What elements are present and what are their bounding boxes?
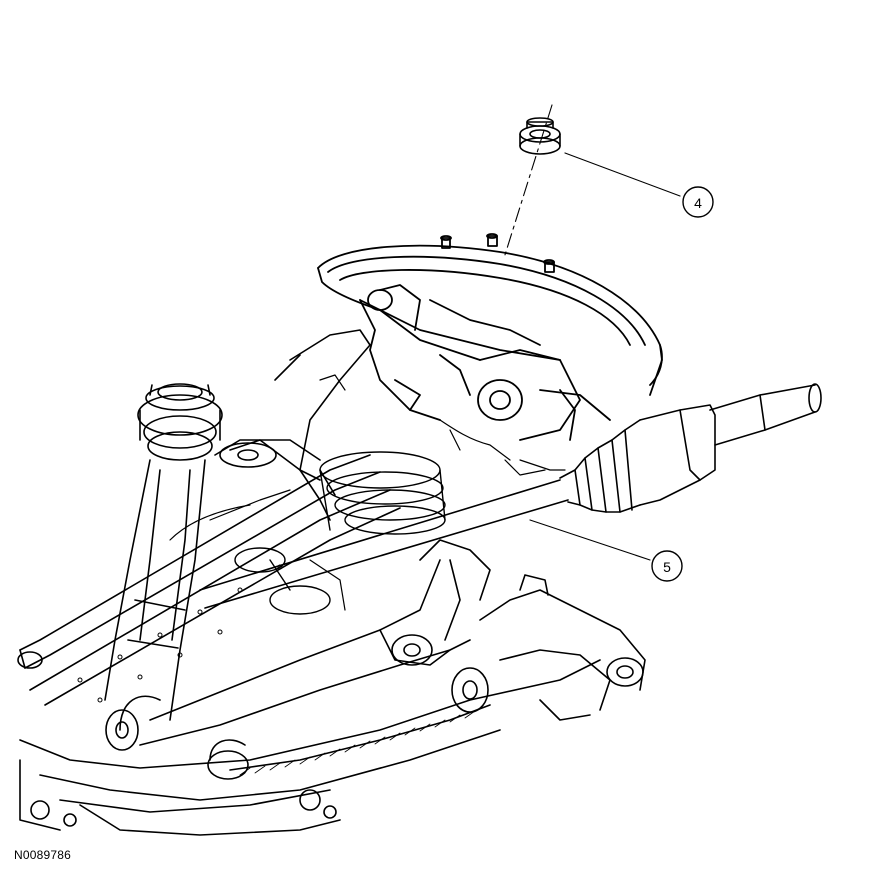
- halfshaft: [199, 383, 822, 609]
- coil-spring: [234, 451, 446, 615]
- callout-label-5: 5: [663, 559, 671, 575]
- callout-5: 5: [529, 519, 683, 582]
- lateral-link: [17, 454, 401, 706]
- hub-and-disc: [317, 233, 663, 441]
- callout-4: 4: [564, 152, 714, 218]
- nut: [503, 104, 561, 259]
- misc-lines: [169, 374, 566, 611]
- subframe: [19, 659, 601, 836]
- lower-arm: [105, 539, 491, 780]
- knuckle-lower: [451, 574, 646, 721]
- callout-label-4: 4: [694, 195, 702, 211]
- shock-absorber: [104, 383, 223, 721]
- figure-id: N0089786: [14, 848, 71, 862]
- wheel-studs: [440, 233, 555, 273]
